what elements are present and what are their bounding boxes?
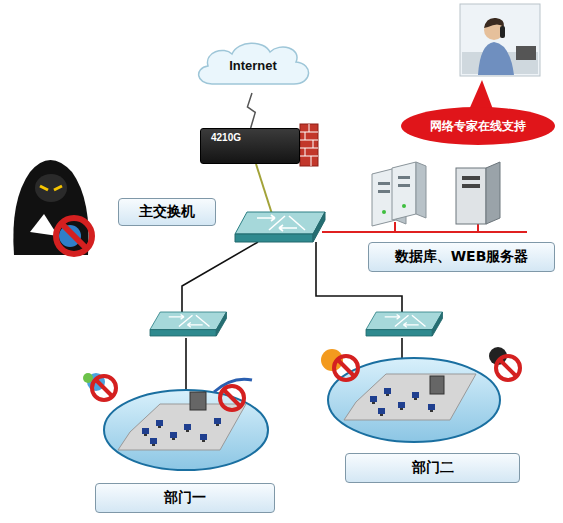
dept-switch	[366, 312, 443, 336]
app-ban	[496, 356, 520, 380]
dept-pc	[142, 428, 149, 436]
server-drop	[394, 222, 396, 232]
dept-pc	[384, 388, 391, 396]
dept-pc	[150, 438, 157, 446]
dept-pc	[370, 396, 377, 404]
dept-wire	[182, 242, 258, 314]
hacker-face	[35, 174, 67, 202]
dept-pc	[412, 392, 419, 400]
router-device: 4210G	[200, 128, 300, 164]
lightning-link	[247, 93, 255, 128]
dept-pc	[398, 402, 405, 410]
tower-drive	[462, 184, 480, 188]
hacker-eyes	[40, 186, 62, 190]
dept-pc	[378, 408, 385, 416]
node-text: 网络专家在线支持	[430, 118, 526, 135]
label-box: 主交换机	[118, 198, 216, 226]
label-box: 部门一	[95, 483, 275, 513]
server-wire	[322, 231, 527, 233]
dept-floor	[344, 374, 476, 420]
app-ban	[220, 386, 244, 410]
node-text: 数据库、WEB服务器	[395, 248, 529, 266]
support-callout: 网络专家在线支持	[400, 106, 556, 146]
photo-monitor	[516, 46, 536, 60]
server-drop	[477, 224, 479, 232]
node-text: 部门二	[412, 459, 454, 477]
dept-pc	[200, 434, 207, 442]
internet-cloud: Internet	[190, 38, 316, 93]
dept-pc	[170, 432, 177, 440]
node-text: 4210G	[211, 132, 241, 143]
dept-switch	[150, 312, 227, 336]
hacker-ban	[56, 218, 92, 254]
dept-server	[190, 392, 206, 410]
tower-drive	[462, 176, 480, 180]
node-text: 部门一	[164, 489, 206, 507]
tower-server-front	[456, 168, 486, 224]
label-box: 数据库、WEB服务器	[368, 242, 555, 272]
dept-platform	[328, 358, 500, 442]
photo-shirt	[478, 42, 514, 75]
label-box: 部门二	[345, 453, 520, 483]
cloud-shape	[199, 43, 309, 84]
dept-pc	[184, 424, 191, 432]
node-text: Internet	[229, 58, 277, 73]
tower-server-side	[486, 162, 500, 224]
dept-pc	[156, 420, 163, 428]
expert-photo	[460, 4, 540, 76]
chat-app-icon	[83, 373, 93, 383]
firewall-mortar	[300, 124, 318, 166]
callout-ellipse	[401, 107, 555, 145]
app-ban	[334, 356, 358, 380]
uplink-wire	[256, 164, 272, 214]
photo-phone	[500, 26, 505, 38]
main-switch	[235, 212, 325, 242]
dept-pc	[214, 418, 221, 426]
dept-server	[430, 376, 444, 394]
web-server	[392, 162, 426, 220]
app-ban	[92, 376, 116, 400]
firewall-brick	[300, 124, 318, 166]
dept-pc	[428, 404, 435, 412]
node-text: 主交换机	[139, 203, 195, 221]
